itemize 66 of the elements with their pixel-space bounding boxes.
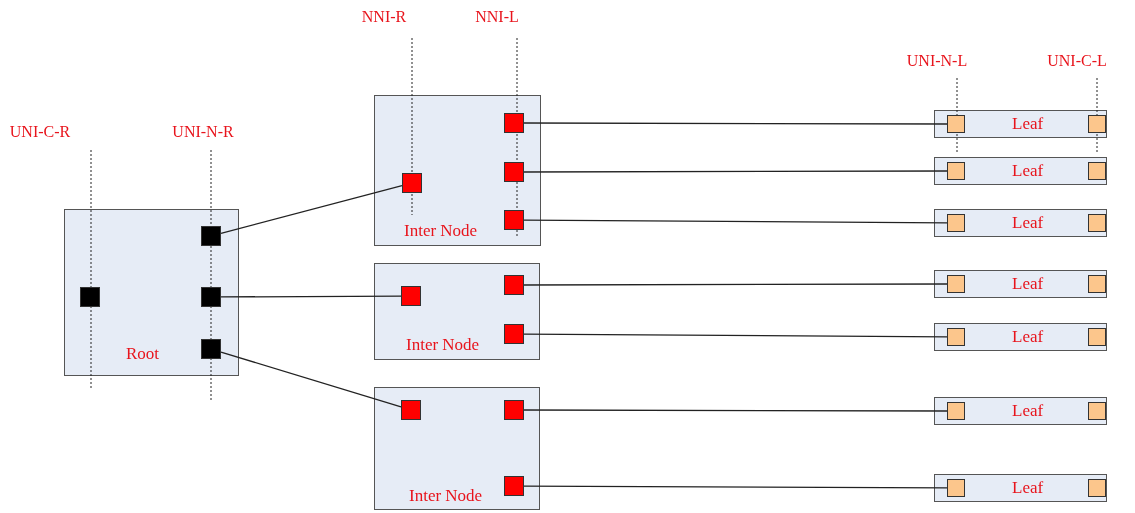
inter-node-box [374, 95, 541, 246]
port-square [503, 161, 524, 182]
node-label: Leaf [1012, 114, 1044, 134]
interface-label: UNI-C-R [9, 123, 71, 141]
leaf-box [934, 270, 1107, 298]
port-square [946, 114, 965, 133]
port-square [1087, 327, 1106, 346]
port-square [503, 323, 524, 344]
leaf-box [934, 110, 1107, 138]
leaf-box [934, 323, 1107, 351]
interface-label: UNI-C-L [1047, 52, 1107, 70]
port-square [1087, 213, 1106, 232]
port-square [1087, 114, 1106, 133]
leaf-box [934, 474, 1107, 502]
root-box [64, 209, 239, 376]
connector-line [523, 283, 948, 286]
leaf-box [934, 397, 1107, 425]
interface-label: UNI-N-L [906, 52, 968, 70]
port-square [1087, 478, 1106, 497]
node-label: Root [126, 344, 160, 364]
connector-line [220, 295, 402, 298]
port-square [79, 286, 100, 307]
connector-line [523, 170, 948, 173]
port-square [1087, 401, 1106, 420]
connector-line [523, 409, 948, 412]
port-square [946, 274, 965, 293]
port-square [200, 338, 221, 359]
port-square [503, 274, 524, 295]
port-square [1087, 274, 1106, 293]
connector-line [523, 333, 948, 338]
node-label: Inter Node [406, 335, 480, 355]
port-square [946, 213, 965, 232]
node-label: Inter Node [409, 486, 483, 506]
leaf-box [934, 157, 1107, 185]
inter-node-box [374, 263, 540, 360]
port-square [503, 209, 524, 230]
port-square [401, 172, 422, 193]
port-square [400, 399, 421, 420]
node-label: Inter Node [404, 221, 478, 241]
port-square [200, 286, 221, 307]
node-label: Leaf [1012, 401, 1044, 421]
inter-node-box [374, 387, 540, 510]
port-square [503, 399, 524, 420]
port-square [200, 225, 221, 246]
port-square [946, 478, 965, 497]
connector-line [523, 122, 948, 125]
node-label: Leaf [1012, 478, 1044, 498]
port-square [400, 285, 421, 306]
node-label: Leaf [1012, 213, 1044, 233]
port-square [946, 401, 965, 420]
interface-label: NNI-L [475, 8, 519, 26]
node-label: Leaf [1012, 161, 1044, 181]
port-square [946, 327, 965, 346]
connector-line [220, 185, 403, 234]
leaf-box [934, 209, 1107, 237]
port-square [946, 161, 965, 180]
node-label: Leaf [1012, 327, 1044, 347]
port-square [503, 475, 524, 496]
connector-line [523, 219, 948, 224]
connector-line [220, 351, 402, 408]
connector-line [523, 485, 948, 489]
node-label: Leaf [1012, 274, 1044, 294]
interface-label: NNI-R [361, 8, 407, 26]
port-square [1087, 161, 1106, 180]
interface-label: UNI-N-R [172, 123, 234, 141]
port-square [503, 112, 524, 133]
